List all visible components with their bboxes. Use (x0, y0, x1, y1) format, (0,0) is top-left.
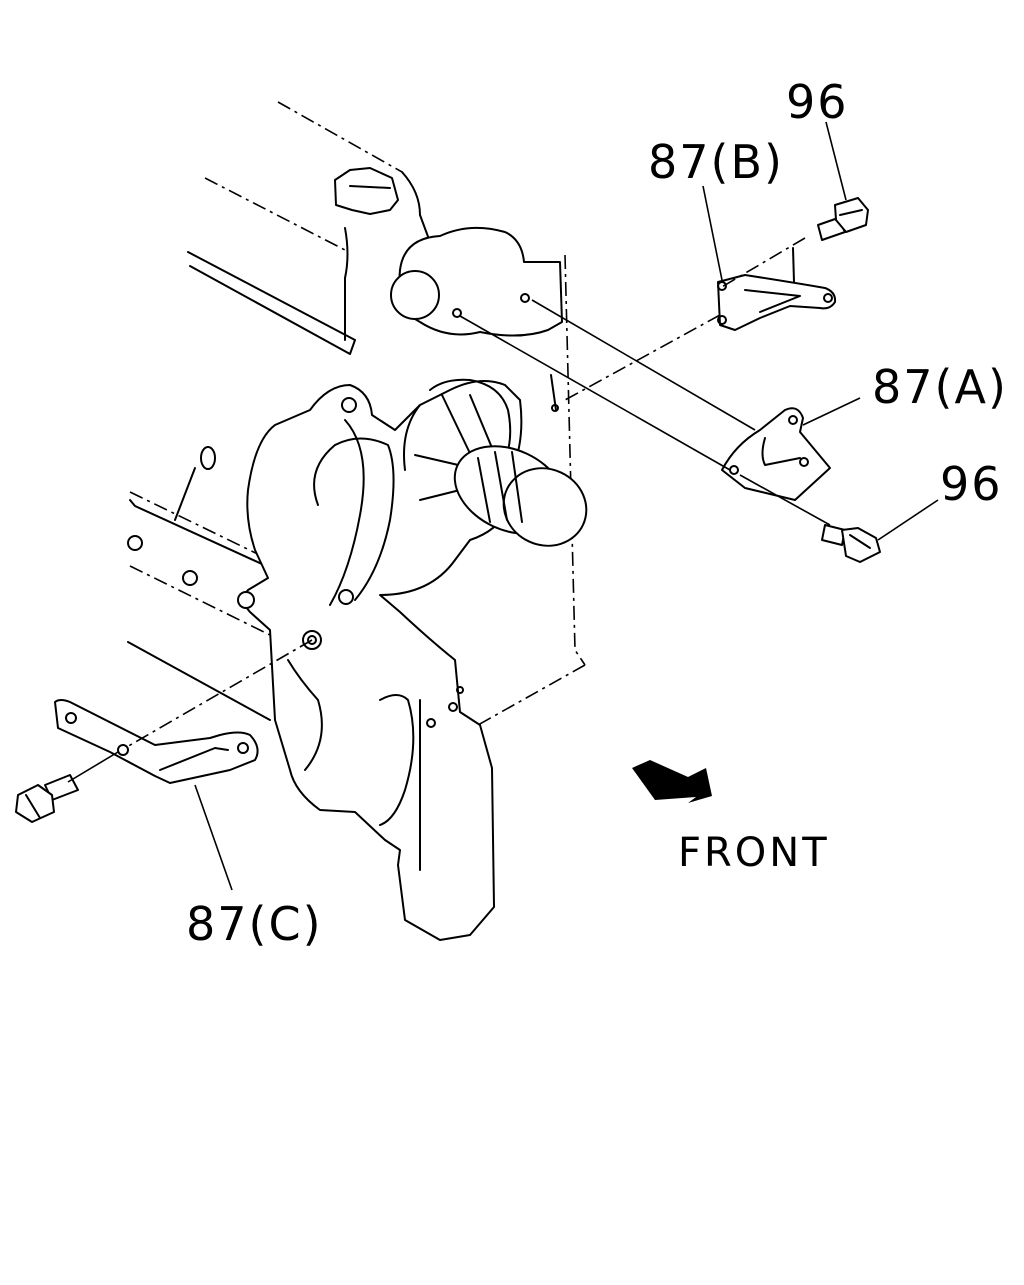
leader-lines (194, 121, 939, 891)
label-bracket-87b: 87(B) (648, 135, 784, 189)
label-bracket-87c: 87(C) (186, 897, 323, 951)
engine-block (127, 101, 588, 941)
label-bracket-87a: 87(A) (872, 360, 1008, 414)
bolt-96-top (817, 197, 869, 241)
front-direction-label: FRONT (678, 830, 830, 876)
label-bolt-96-mid: 96 (940, 457, 1003, 511)
bolt-96-mid (821, 524, 881, 563)
bracket-87a (721, 407, 831, 501)
bracket-87c (54, 699, 259, 784)
label-bolt-96-top: 96 (786, 75, 849, 129)
assembly-lines (67, 237, 831, 783)
bracket-87b (717, 247, 837, 331)
arrow-down-right-icon (632, 760, 712, 803)
